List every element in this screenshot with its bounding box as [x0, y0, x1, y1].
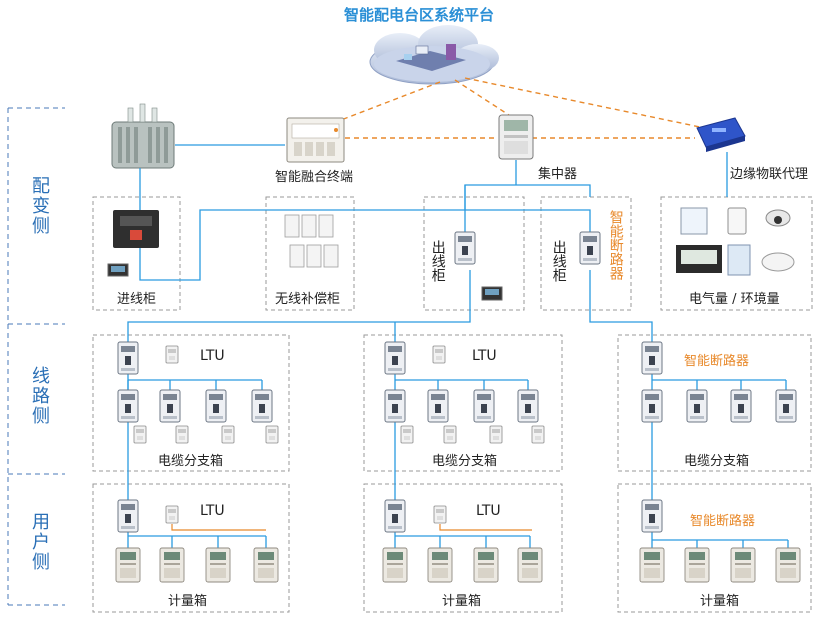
ltu-label-3: LTU	[200, 503, 225, 519]
metering-box-label-3: 计量箱	[700, 594, 740, 609]
distribution-boxes	[92, 196, 813, 311]
ltu-label-4: LTU	[476, 503, 501, 519]
zone-label-line: 线路侧	[29, 366, 50, 426]
outgoing-breaker-icon	[454, 231, 601, 301]
cloud-platform-icon	[369, 25, 499, 85]
smart-breaker-label-user: 智能断路器	[690, 514, 756, 529]
fusion-terminal-label: 智能融合终端	[275, 170, 354, 185]
transformer-icon	[111, 103, 175, 169]
wireless-comp-cabinet-label: 无线补偿柜	[275, 292, 341, 307]
outgoing-cabinet-label-1: 出线柜	[429, 240, 446, 282]
fusion-terminal-icon	[286, 117, 345, 163]
smart-breaker-label-top: 智能断路器	[607, 210, 624, 280]
outgoing-cabinet-label-2: 出线柜	[550, 240, 567, 282]
ltu-label-1: LTU	[200, 348, 225, 364]
electrical-env-label: 电气量 / 环境量	[689, 292, 780, 307]
bus-connections	[127, 144, 789, 548]
metering-box-label-1: 计量箱	[168, 594, 208, 609]
platform-title: 智能配电台区系统平台	[344, 6, 495, 24]
concentrator-label: 集中器	[538, 167, 578, 182]
incoming-cabinet-label: 进线柜	[117, 292, 157, 307]
incoming-cabinet-breaker-icon	[107, 210, 159, 277]
cable-branch-box-label-1: 电缆分支箱	[158, 454, 224, 469]
capacitor-bank-icon	[284, 214, 339, 268]
ltu-meter-links	[171, 524, 532, 531]
edge-proxy-icon	[696, 117, 746, 152]
zone-label-user: 用户侧	[29, 512, 50, 572]
zone-dividers	[7, 107, 65, 606]
smart-breaker-label-line: 智能断路器	[684, 354, 750, 369]
metering-box-label-2: 计量箱	[442, 594, 482, 609]
sensor-devices-icon	[676, 207, 795, 276]
zone-label-distribution: 配变侧	[29, 176, 50, 236]
cable-branch-box-label-3: 电缆分支箱	[684, 454, 750, 469]
ltu-label-2: LTU	[472, 348, 497, 364]
section-boxes	[92, 334, 812, 613]
concentrator-icon	[498, 114, 534, 160]
edge-proxy-label: 边缘物联代理	[730, 167, 809, 182]
cable-branch-box-label-2: 电缆分支箱	[432, 454, 498, 469]
